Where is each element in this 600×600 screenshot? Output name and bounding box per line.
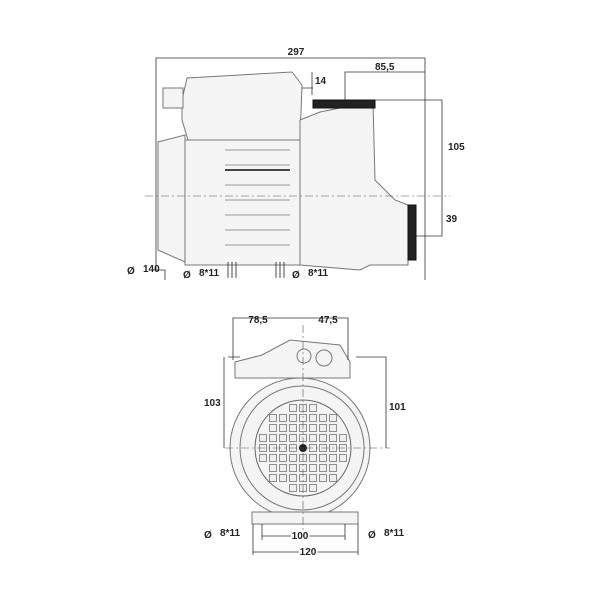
dim-left-width: 78,5	[248, 315, 268, 326]
grille-slot	[309, 474, 317, 482]
grille-slot	[319, 474, 327, 482]
front-view: 78,5 47,5 103 101 Ø 8*11 100 Ø 8*11 120	[204, 315, 406, 560]
grille-slot	[329, 474, 337, 482]
dim-outlet-height: 105	[448, 142, 465, 153]
grille-slot	[339, 434, 347, 442]
grille-slot	[289, 424, 297, 432]
grille-slot	[289, 464, 297, 472]
grille-slot	[329, 454, 337, 462]
dim-front-foot-hole-left: 8*11	[220, 528, 240, 539]
motor-fan-cover	[157, 134, 186, 263]
grille-slot	[329, 424, 337, 432]
dim-overall-length: 297	[288, 47, 305, 58]
grille-slot	[279, 424, 287, 432]
grille-slot	[279, 464, 287, 472]
diameter-icon: Ø	[183, 270, 191, 281]
cable-gland	[162, 87, 184, 109]
grille-slot	[309, 434, 317, 442]
grille-slot	[309, 454, 317, 462]
dim-foot-hole-left: 8*11	[199, 268, 219, 279]
dim-right-width: 47,5	[318, 315, 338, 326]
motor-body	[184, 139, 301, 266]
grille-slot	[309, 464, 317, 472]
grille-slot	[279, 414, 287, 422]
grille-slot	[319, 434, 327, 442]
diameter-icon: Ø	[368, 530, 376, 541]
pump-housing	[299, 101, 409, 271]
grille-slot	[319, 424, 327, 432]
grille-slot	[289, 454, 297, 462]
diameter-icon: Ø	[127, 266, 135, 277]
front-port-1	[296, 348, 312, 364]
grille-slot	[279, 474, 287, 482]
grille-slot	[269, 474, 277, 482]
grille-slot	[269, 434, 277, 442]
grille-slot	[269, 454, 277, 462]
inlet-port	[407, 204, 417, 261]
grille-slot	[269, 424, 277, 432]
dim-top-offset: 14	[315, 76, 327, 87]
mount-foot	[251, 511, 359, 525]
grille-slot	[269, 414, 277, 422]
dim-foot-inner-span: 100	[292, 531, 309, 542]
grille-slot	[289, 414, 297, 422]
grille-slot	[289, 434, 297, 442]
grille-slot	[289, 404, 297, 412]
grille-slot	[329, 464, 337, 472]
diameter-icon: Ø	[204, 530, 212, 541]
dim-outlet-offset: 85,5	[375, 62, 395, 73]
front-port-2	[315, 349, 333, 367]
grille-slot	[289, 474, 297, 482]
foot-bolts	[227, 262, 285, 278]
grille-slot	[309, 414, 317, 422]
grille-slot	[339, 454, 347, 462]
grille-slot	[279, 434, 287, 442]
grille-slot	[309, 484, 317, 492]
grille-slot	[269, 464, 277, 472]
grille-slot	[319, 464, 327, 472]
dim-foot-outer-span: 120	[300, 547, 317, 558]
grille-slot	[319, 454, 327, 462]
grille-slot	[309, 404, 317, 412]
side-view: 297 14 85,5 105 39 Ø 140 Ø 8*11 Ø 8*11	[127, 47, 465, 281]
grille-slot	[309, 424, 317, 432]
outlet-port	[312, 99, 376, 109]
grille-slot	[329, 414, 337, 422]
grille-slot	[289, 484, 297, 492]
grille-slot	[329, 434, 337, 442]
terminal-box	[181, 71, 303, 141]
grille-slot	[259, 434, 267, 442]
diameter-icon: Ø	[292, 270, 300, 281]
dim-left-height: 103	[204, 398, 221, 409]
grille-slot	[279, 454, 287, 462]
dim-motor-diameter: 140	[143, 264, 160, 275]
motor-fins	[225, 149, 290, 246]
dim-right-height: 101	[389, 402, 406, 413]
dim-foot-hole-right: 8*11	[308, 268, 328, 279]
front-terminal-box	[234, 339, 351, 379]
grille-slot	[319, 414, 327, 422]
dim-inlet-height: 39	[446, 214, 458, 225]
grille-slot	[259, 454, 267, 462]
dim-front-foot-hole-right: 8*11	[384, 528, 404, 539]
